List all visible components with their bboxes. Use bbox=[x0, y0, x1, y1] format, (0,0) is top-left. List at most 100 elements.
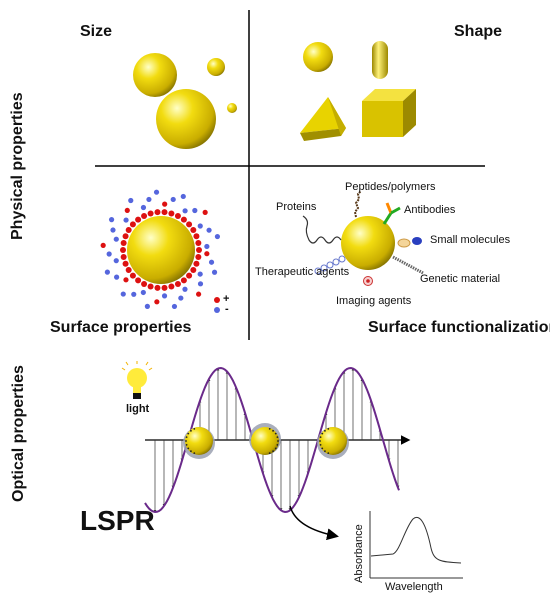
legend-positive-dot bbox=[214, 297, 220, 303]
shape-sphere bbox=[303, 42, 333, 72]
negative-charge bbox=[182, 208, 188, 214]
shape-title: Shape bbox=[454, 23, 503, 40]
light-bulb-icon bbox=[121, 361, 153, 399]
sphere-tiny bbox=[227, 103, 237, 113]
curved-arrow bbox=[289, 505, 339, 541]
shape-rod bbox=[372, 41, 388, 79]
surface-electron bbox=[276, 443, 279, 446]
positive-charge bbox=[122, 260, 129, 267]
negative-charge bbox=[108, 217, 115, 223]
surface-electron bbox=[190, 450, 192, 453]
positive-charge bbox=[135, 277, 142, 284]
sphere-large bbox=[156, 89, 216, 149]
positive-charge bbox=[125, 267, 132, 274]
positive-charge bbox=[190, 267, 197, 274]
positive-charge bbox=[196, 247, 202, 253]
surface-electron bbox=[185, 440, 187, 442]
positive-charge bbox=[196, 291, 202, 297]
surface-electron bbox=[319, 443, 322, 446]
negative-charge bbox=[114, 274, 120, 280]
positive-charge bbox=[147, 283, 154, 290]
positive-charge bbox=[124, 207, 130, 214]
surface-electron bbox=[324, 450, 326, 453]
negative-charge bbox=[171, 303, 178, 310]
negative-charge bbox=[197, 271, 203, 277]
positive-charge bbox=[180, 277, 187, 284]
negative-charge bbox=[161, 293, 168, 299]
negative-charge bbox=[180, 193, 186, 200]
surface-electron bbox=[327, 452, 330, 455]
surface-properties-title: Surface properties bbox=[50, 319, 192, 336]
negative-charge bbox=[120, 291, 126, 297]
charged-particle bbox=[100, 189, 221, 313]
charged-particle-core bbox=[127, 216, 195, 284]
positive-charge-label: + bbox=[223, 293, 230, 305]
positive-charge bbox=[154, 299, 160, 305]
oscillating-particle bbox=[319, 427, 347, 455]
negative-charge bbox=[214, 233, 221, 240]
positive-charge bbox=[122, 233, 129, 240]
negative-charge bbox=[211, 269, 218, 275]
surface-electron bbox=[268, 452, 271, 455]
oscillating-particle bbox=[185, 427, 213, 455]
lspr-label: LSPR bbox=[80, 505, 155, 536]
positive-charge bbox=[168, 210, 175, 217]
negative-charge bbox=[144, 303, 150, 309]
surface-electron bbox=[321, 432, 324, 435]
positive-charge bbox=[141, 212, 148, 219]
imaging-agent-glyph bbox=[363, 276, 373, 286]
antibody-glyph bbox=[382, 202, 401, 225]
positive-charge bbox=[186, 221, 193, 228]
negative-charge bbox=[170, 196, 176, 203]
positive-charge bbox=[120, 247, 126, 253]
negative-charge bbox=[113, 258, 119, 264]
positive-charge bbox=[168, 283, 175, 290]
shape-items bbox=[300, 41, 416, 141]
surface-electron bbox=[274, 432, 277, 435]
surface-electron bbox=[321, 447, 324, 450]
genetic-material-label: Genetic material bbox=[420, 273, 501, 285]
positive-charge bbox=[100, 242, 106, 248]
surface-electron bbox=[185, 436, 188, 439]
size-spheres bbox=[133, 53, 237, 149]
surface-electron bbox=[185, 443, 188, 446]
negative-charge bbox=[206, 227, 212, 233]
positive-charge bbox=[174, 212, 181, 219]
surface-electron bbox=[319, 440, 321, 442]
surface-electron bbox=[277, 440, 279, 442]
negative-charge bbox=[140, 204, 147, 211]
positive-charge bbox=[161, 209, 168, 216]
sphere-medium bbox=[133, 53, 177, 97]
surface-electron bbox=[272, 429, 274, 432]
plot-y-label: Absorbance bbox=[353, 524, 365, 583]
small-molecule-glyph bbox=[397, 237, 422, 248]
absorbance-plot bbox=[369, 511, 463, 579]
positive-charge bbox=[174, 281, 181, 288]
positive-charge bbox=[154, 284, 161, 291]
negative-charge bbox=[123, 217, 129, 223]
negative-charge bbox=[146, 196, 152, 203]
surface-electron bbox=[272, 450, 274, 453]
light-label: light bbox=[126, 403, 150, 415]
positive-charge bbox=[162, 201, 168, 207]
positive-charge bbox=[161, 284, 168, 291]
negative-charge bbox=[192, 207, 198, 214]
shape-triangle bbox=[300, 97, 346, 141]
functionalized-particle bbox=[302, 190, 424, 286]
positive-charge bbox=[147, 210, 154, 217]
positive-charge bbox=[180, 216, 187, 223]
negative-charge bbox=[182, 286, 188, 292]
size-title: Size bbox=[80, 23, 113, 40]
positive-charge bbox=[204, 251, 210, 257]
positive-charge bbox=[202, 209, 208, 215]
peptides-label: Peptides/polymers bbox=[345, 181, 436, 193]
sphere-small bbox=[207, 58, 225, 76]
negative-charge bbox=[197, 281, 204, 287]
surface-electron bbox=[190, 429, 192, 432]
surface-electron bbox=[319, 436, 322, 439]
surface-electron bbox=[276, 436, 279, 439]
positive-charge bbox=[120, 240, 127, 247]
positive-charge bbox=[129, 221, 136, 228]
positive-charge bbox=[141, 281, 148, 288]
